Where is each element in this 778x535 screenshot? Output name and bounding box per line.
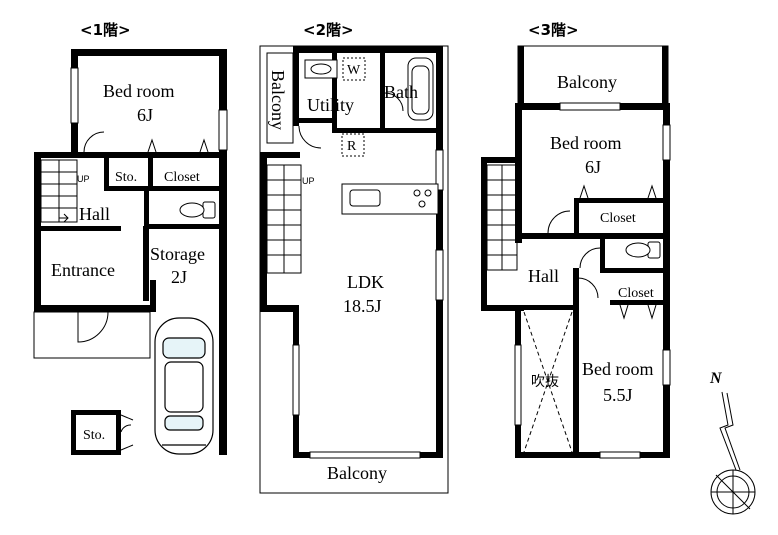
compass-icon (710, 391, 756, 515)
floor-1-bedroom-size: 6J (137, 105, 153, 125)
kitchen-counter-icon (341, 183, 439, 215)
floor-3: <3階> (481, 21, 671, 459)
floor-1-storage-size: 2J (171, 267, 187, 287)
car-icon (154, 317, 214, 455)
floor-1: <1階> (33, 21, 228, 455)
floor-1-bedroom-name: Bed room (103, 81, 175, 101)
floor-1-closet-label: Closet (164, 170, 200, 185)
floor-2-fridge-label: R (347, 139, 357, 154)
floor-1-title: <1階> (80, 21, 131, 39)
floor-1-storage-name: Storage (150, 244, 205, 264)
floor-1-up-label: UP (77, 174, 90, 184)
floor-3-void-label: 吹抜 (531, 374, 559, 390)
floor-1-sto-label: Sto. (115, 170, 137, 185)
floor-2-ldk-size: 18.5J (343, 296, 382, 316)
floor-3-title: <3階> (528, 21, 579, 39)
floor-2-up-label: UP (302, 176, 315, 186)
floor-1-entrance-label: Entrance (51, 260, 115, 280)
floor-3-closet2-label: Closet (618, 286, 654, 301)
compass-north-label: N (709, 370, 723, 387)
compass: N (709, 370, 756, 515)
floor-3-bedroom2-size: 5.5J (603, 385, 633, 405)
floor-1-hall-label: Hall (79, 204, 110, 224)
floor-3-bedroom1-name: Bed room (550, 133, 622, 153)
floor-2-balcony-label: Balcony (327, 463, 387, 483)
floor-2-utility-label: Utility (307, 95, 354, 115)
floor-2-title: <2階> (303, 21, 354, 39)
floor-2-bath-label: Bath (384, 82, 418, 102)
floor-3-bedroom2-name: Bed room (582, 359, 654, 379)
floor-2-washer-label: W (347, 63, 361, 78)
floor-3-closet1-label: Closet (600, 211, 636, 226)
floor-3-bedroom1-size: 6J (585, 157, 601, 177)
floor-2-side-balcony-label: Balcony (268, 70, 288, 130)
void-area (523, 311, 573, 453)
floor-1-outdoor-sto-label: Sto. (83, 428, 105, 443)
floor-2: <2階> (259, 21, 449, 494)
floor-2-ldk-name: LDK (347, 272, 384, 292)
floor-3-balcony-label: Balcony (557, 72, 617, 92)
floor-3-hall-label: Hall (528, 266, 559, 286)
